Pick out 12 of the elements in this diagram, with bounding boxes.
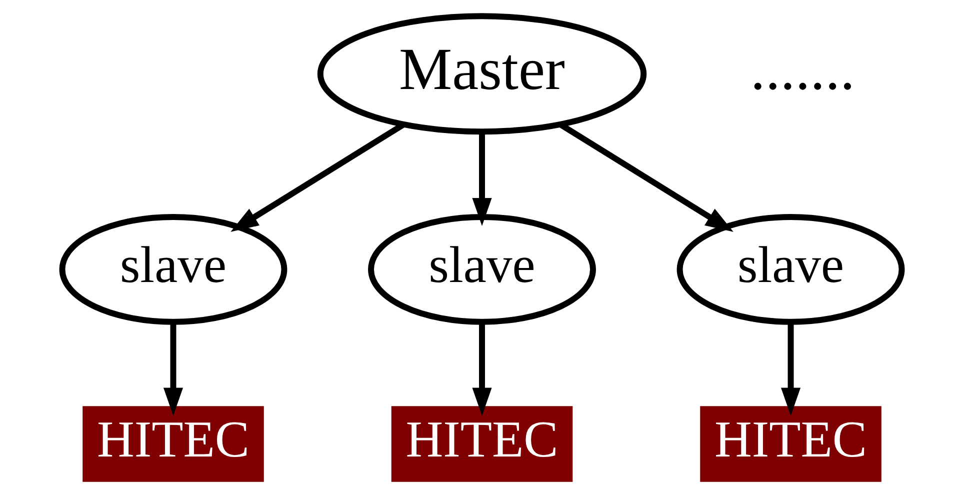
label: ....... [750,36,854,102]
node-ellipse: slave [676,214,904,325]
node-box: HITEC [82,406,264,482]
arrow [780,322,800,416]
node-box: HITEC [390,406,572,482]
arrow [472,322,492,416]
arrow [162,322,183,416]
arrow [472,132,492,226]
node-ellipse: Master [316,13,646,135]
node-box: HITEC [700,406,881,482]
node-ellipse: slave [368,214,596,325]
node-ellipse: slave [58,214,287,325]
